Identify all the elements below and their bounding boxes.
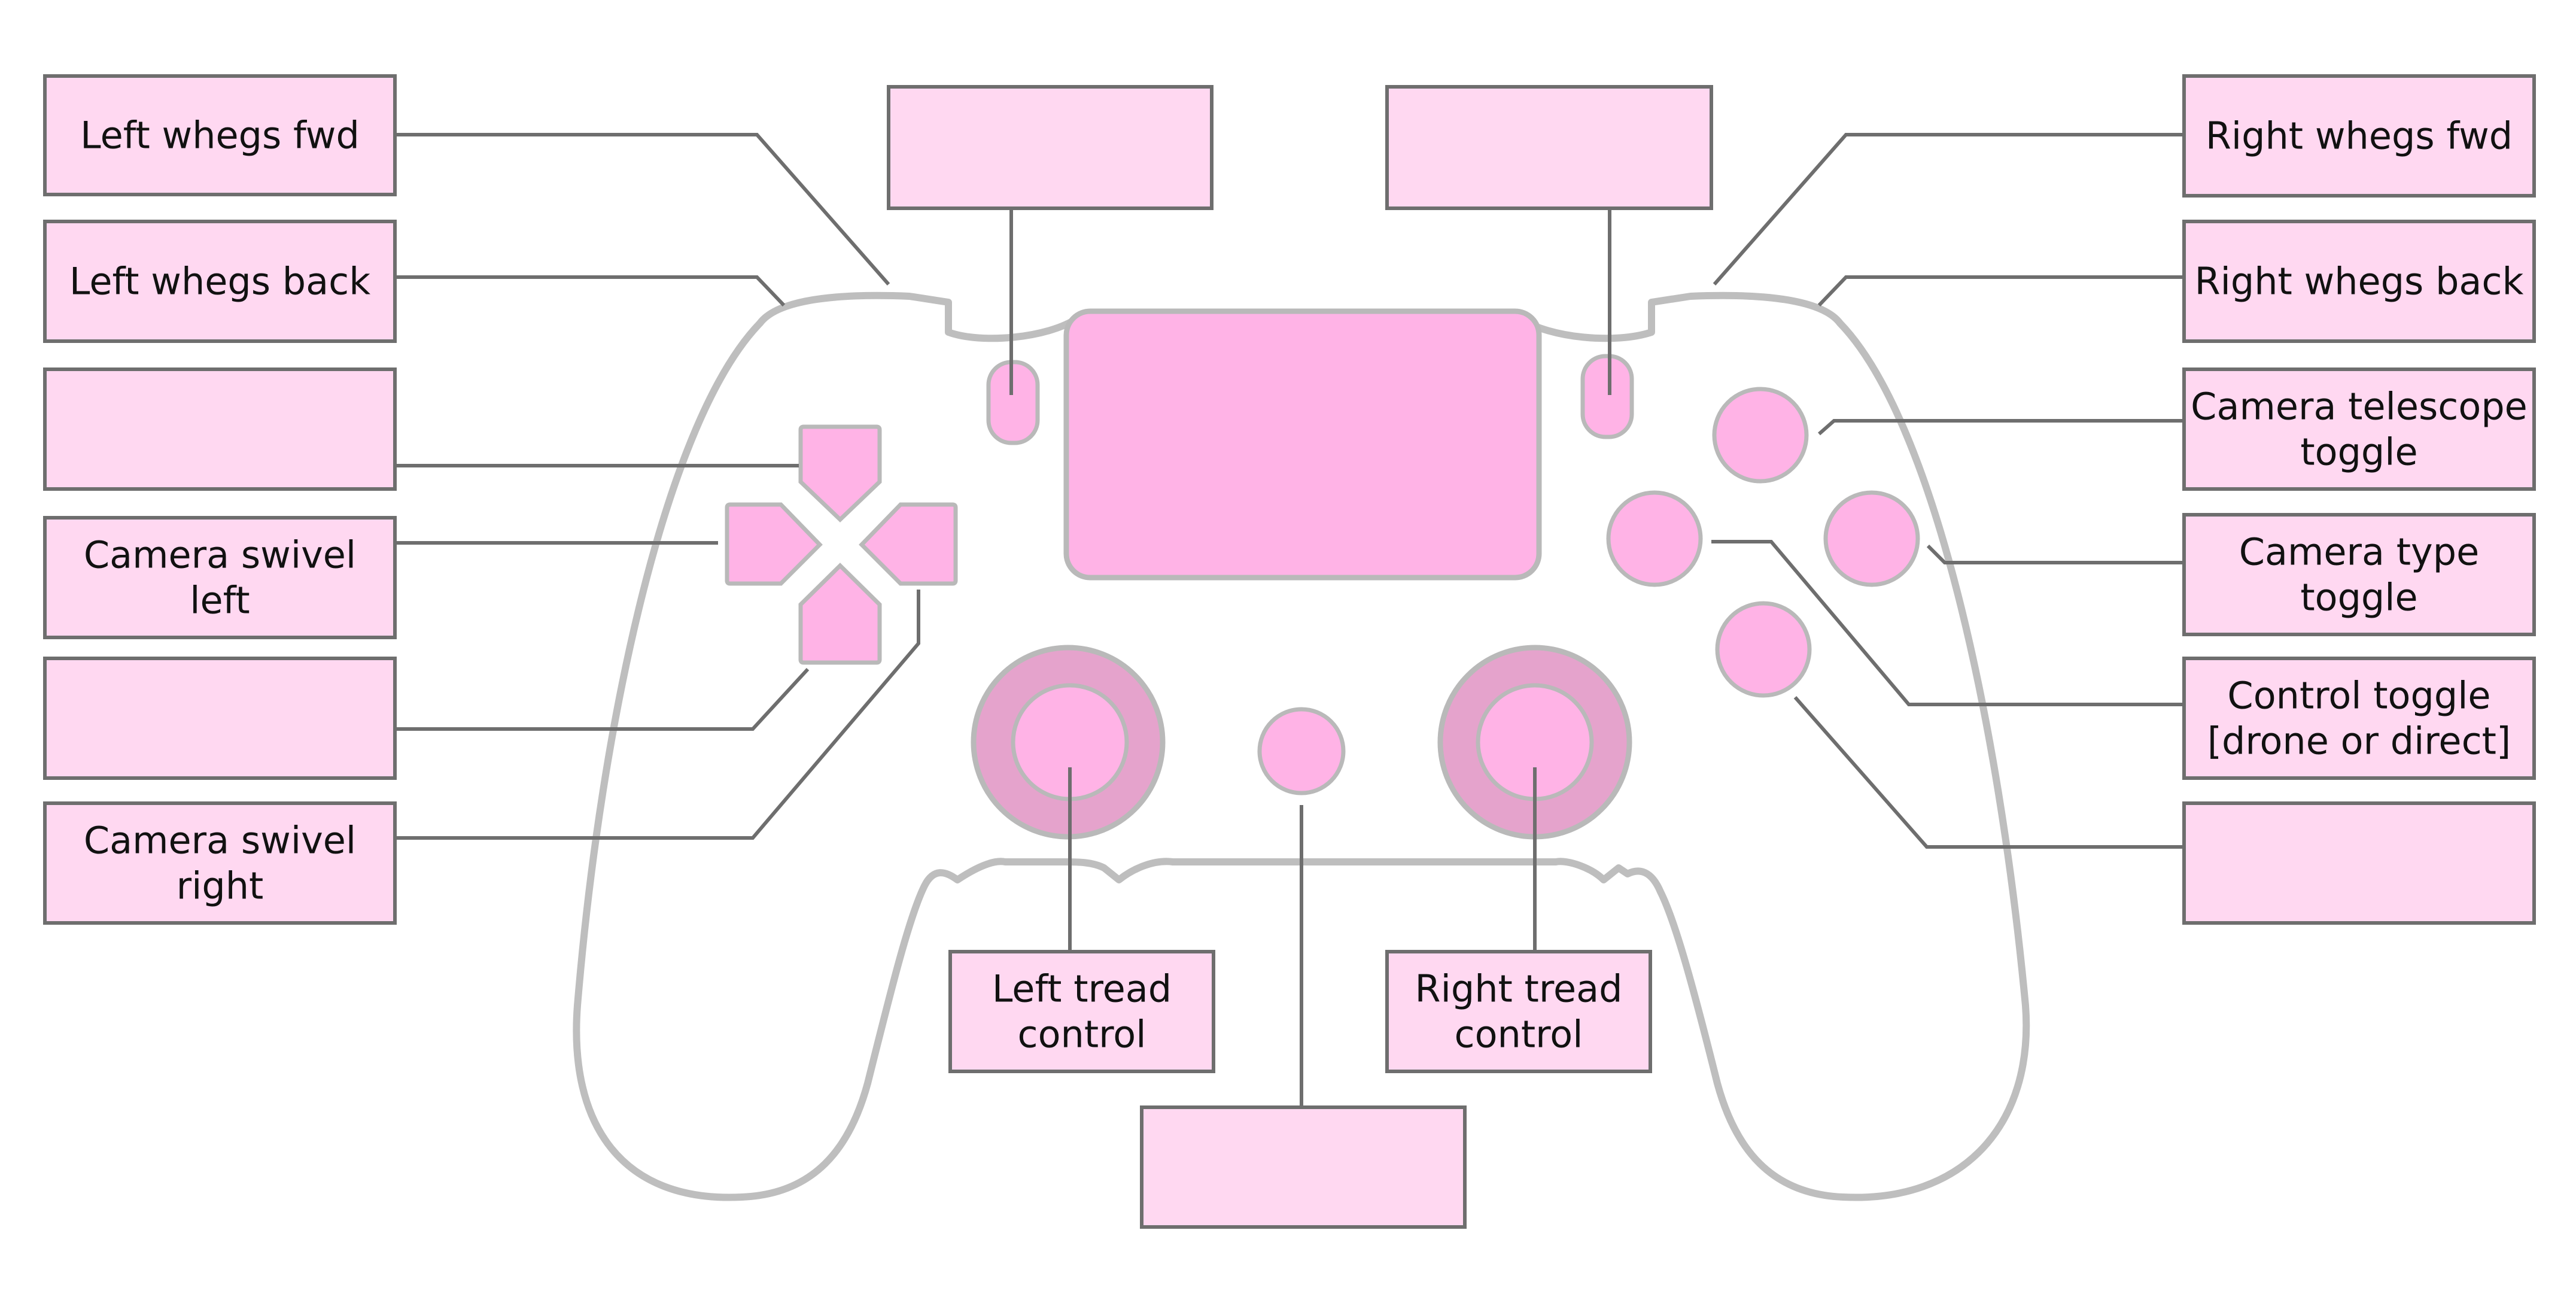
leader-lines [395, 133, 2184, 1107]
leader-dpad-down [395, 667, 810, 731]
leader-right-whegs-back [1817, 275, 2184, 307]
leader-camera-telescope-toggle [1818, 419, 2184, 436]
label-left-whegs-fwd: Left whegs fwd [43, 74, 397, 196]
label-text: Camera telescope [2191, 385, 2528, 429]
leader-camera-type-toggle [1926, 544, 2184, 564]
leader-right-whegs-fwd [1713, 133, 2184, 285]
options-button [1580, 354, 1634, 439]
leader-camera-swivel-right [395, 590, 920, 840]
square-button [1606, 490, 1703, 587]
circle-button [1823, 490, 1920, 587]
label-text: toggle [2300, 430, 2417, 474]
label-box [948, 950, 1215, 1073]
label-text: Right whegs back [2195, 260, 2524, 303]
label-box [2182, 74, 2536, 198]
label-share [887, 85, 1214, 210]
label-text: Right whegs fwd [2206, 114, 2513, 158]
label-text: left [190, 579, 250, 622]
label-box [2182, 801, 2536, 925]
label-text: [drone or direct] [2207, 719, 2511, 763]
label-box [2182, 367, 2536, 491]
label-box [1140, 1105, 1467, 1229]
label-box [43, 801, 397, 925]
label-box [2182, 513, 2536, 636]
label-box [43, 220, 397, 343]
label-text: Camera swivel [84, 819, 356, 862]
leader-cross [1793, 696, 2184, 849]
label-control-toggle: Control toggle[drone or direct] [2182, 657, 2536, 780]
label-left-whegs-back: Left whegs back [43, 220, 397, 343]
label-box [887, 85, 1214, 210]
label-box [2182, 657, 2536, 780]
label-box [43, 657, 397, 780]
label-box [43, 74, 397, 196]
label-text: Control toggle [2227, 674, 2490, 718]
label-text: Right tread [1415, 967, 1623, 1011]
label-box [1385, 85, 1713, 210]
label-text: Camera type [2239, 530, 2480, 574]
label-dpad-down [43, 657, 397, 780]
dpad-left [725, 502, 823, 586]
triangle-button [1712, 387, 1809, 484]
label-text: Camera swivel [84, 533, 356, 577]
dpad-right [859, 502, 958, 586]
label-text: right [177, 864, 264, 908]
leader-left-whegs-fwd [395, 133, 890, 285]
dpad-up [798, 424, 882, 523]
label-right-whegs-back: Right whegs back [2182, 220, 2536, 343]
label-ps-button [1140, 1105, 1467, 1229]
label-box [43, 367, 397, 491]
cross-button [1715, 601, 1812, 698]
label-text: Left whegs fwd [80, 114, 360, 157]
label-text: Left tread [992, 967, 1172, 1011]
controller-body-outline [573, 291, 2030, 1201]
dpad-down [798, 563, 882, 665]
ps-button [1257, 707, 1346, 795]
label-dpad-up [43, 367, 397, 491]
leader-control-toggle [1711, 540, 2184, 706]
label-box [2182, 220, 2536, 343]
label-text: control [1018, 1013, 1146, 1056]
label-cross [2182, 801, 2536, 925]
label-options [1385, 85, 1713, 210]
label-right-whegs-fwd: Right whegs fwd [2182, 74, 2536, 198]
leader-left-whegs-back [395, 275, 786, 307]
label-text: Left whegs back [69, 260, 370, 303]
touchpad [1063, 308, 1542, 581]
label-box [1385, 950, 1652, 1073]
label-box [43, 516, 397, 639]
label-text: control [1455, 1013, 1583, 1056]
label-text: toggle [2300, 576, 2417, 619]
